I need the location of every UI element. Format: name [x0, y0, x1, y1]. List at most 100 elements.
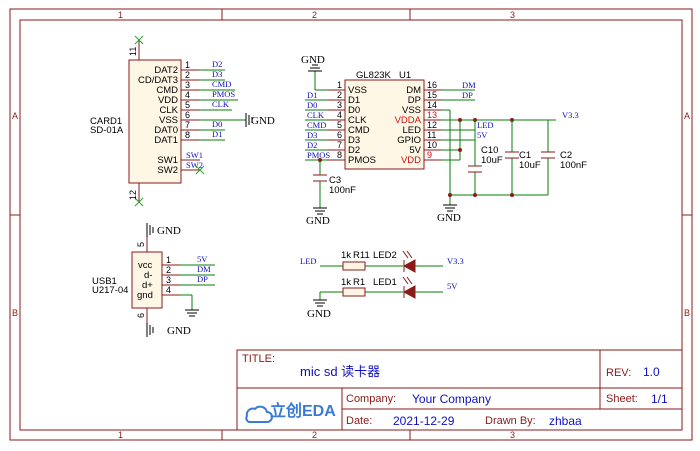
u1-pin-num: 1: [337, 80, 342, 90]
u1-pin-num: 4: [337, 110, 342, 120]
u1-pin-num: 3: [337, 100, 342, 110]
usb1-pin: d+ 3 DP: [142, 274, 215, 291]
grid-row-a-left: A: [12, 111, 18, 121]
card1-pin-name: VSS: [159, 115, 178, 126]
u1-left-pin: 1 VSS: [327, 80, 367, 96]
card1-net-label: D0: [212, 119, 222, 129]
card1-net-label: D2: [212, 59, 222, 69]
u1-net-label: DM: [462, 80, 476, 90]
v33-net-label: V3.3: [562, 110, 579, 120]
rev-label: REV:: [606, 367, 631, 379]
u1-pin-num: 9: [427, 150, 432, 160]
u1-pin-name: VDD: [401, 155, 421, 166]
u1-pin-name: CMD: [348, 125, 370, 136]
usb1-connector: 5 6 USB1 U217-04 vcc 1 5V d- 2 DM d+ 3 D…: [92, 223, 215, 337]
u1-left-pin: D3 6 D3: [305, 130, 360, 146]
usb1-net-label: DM: [197, 264, 211, 274]
capacitor-c3: C3 100nF: [313, 174, 356, 208]
usb1-pin-name: gnd: [137, 290, 153, 301]
card1-pin: CLK 5 CLK: [160, 99, 232, 116]
u1-net-label: LED: [477, 120, 494, 130]
card1-pin: DAT0 7 D0: [154, 119, 225, 136]
u1-pin-num: 8: [337, 150, 342, 160]
grid-col-2-top: 2: [312, 10, 317, 20]
title-label: TITLE:: [242, 353, 275, 365]
company-label: Company:: [346, 393, 396, 405]
card1-pin-name: CD/DAT3: [138, 75, 178, 86]
led1-diode: LED1: [373, 276, 416, 299]
card1-sw-net: SW1: [186, 150, 203, 160]
u1-pin-name: D3: [348, 135, 360, 146]
u1-net-label: DP: [462, 90, 473, 100]
ground-symbol: GND: [146, 223, 181, 237]
resistor-value: 1k: [341, 250, 351, 261]
card1-pin: VSS 6: [159, 110, 246, 126]
u1-pin-num: 2: [337, 90, 342, 100]
u1-pin-name: VSS: [402, 105, 421, 116]
led-indicators: LED 1k R11 LED2 V3.3 GND 1k R1: [300, 250, 464, 320]
ground-symbol: GND: [437, 204, 461, 224]
ground-symbol: GND: [307, 299, 331, 320]
u1-right-pin: 5V 10: [409, 140, 460, 156]
u1-pin-num: 13: [427, 110, 437, 120]
no-connect-mark: [195, 165, 205, 175]
led-ref: LED1: [373, 277, 397, 288]
ground-symbol: GND: [301, 54, 327, 91]
u1-net-label: CMD: [307, 120, 326, 130]
ground-label: GND: [306, 215, 330, 227]
cap-value: 10uF: [519, 160, 541, 171]
u1-left-pin: CLK 4 CLK: [305, 110, 367, 126]
ground-label: GND: [437, 212, 461, 224]
usb1-pin: d- 2 DM: [144, 264, 215, 281]
card1-net-label: D1: [212, 129, 222, 139]
cap-value: 100nF: [329, 185, 356, 196]
cap-value: 100nF: [560, 160, 587, 171]
card1-pin-num: 3: [185, 80, 190, 90]
usb1-value: U217-04: [92, 285, 128, 296]
usb1-pin: gnd 4: [137, 285, 193, 310]
led-ref: LED2: [373, 250, 397, 261]
u1-pin-num: 16: [427, 80, 437, 90]
card1-pin-num: 6: [185, 110, 190, 120]
card1-connector: 11 12 CARD1 SD-01A DAT2 1 D2 CD/DAT3 2 D…: [90, 35, 275, 207]
u1-left-pin: D1 2 D1: [305, 90, 360, 106]
u1-pin-name: D0: [348, 105, 360, 116]
power-network: V3.3 C10 10uF C1 10uF: [306, 110, 587, 227]
ground-label: GND: [167, 325, 191, 337]
u1-right-pin: VSS 14: [402, 100, 450, 116]
card1-pin-num: 4: [185, 90, 190, 100]
resistor-ref: R1: [353, 277, 365, 288]
u1-right-pin: GPIO 11 5V: [397, 130, 488, 146]
grid-col-1-top: 1: [118, 10, 123, 20]
drawn-by-label: Drawn By:: [485, 415, 536, 427]
u1-right-pin: DM 16 DM: [406, 80, 476, 96]
eda-logo-text: 立创EDA: [270, 401, 336, 420]
card1-pin: CMD 3 CMD: [156, 79, 235, 96]
grid-col-3-bottom: 3: [510, 430, 515, 440]
resistor-value: 1k: [341, 277, 351, 288]
u1-right-pin: DP 15 DP: [408, 90, 475, 106]
eda-logo: 立创EDA: [245, 401, 336, 423]
resistor-r1: 1k R1: [341, 277, 366, 297]
u1-pin-name: GPIO: [397, 135, 421, 146]
card1-sw-name: SW1: [157, 155, 178, 166]
grid-row-b-left: B: [12, 308, 18, 318]
u1-pin-name: D2: [348, 145, 360, 156]
drawn-by-value: zhbaa: [549, 414, 582, 428]
card1-net-label: PMOS: [212, 89, 235, 99]
ground-symbol: [185, 309, 199, 317]
led-net-label: LED: [300, 256, 317, 266]
u1-ref: U1: [399, 70, 411, 81]
ground-symbol: GND: [146, 323, 191, 337]
usb1-pin-6-num: 6: [136, 313, 146, 318]
card1-pin-name: DAT1: [154, 135, 178, 146]
resistor-ref: R11: [353, 250, 370, 261]
u1-pin-name: 5V: [409, 145, 421, 156]
capacitor-c1: C1 10uF: [505, 150, 541, 171]
u1-right-pin: LED 12 LED: [403, 120, 494, 136]
cap-ref: C1: [519, 150, 531, 161]
u1-net-label: D3: [307, 130, 317, 140]
card1-net-label: CLK: [212, 99, 230, 109]
ground-symbol: GND: [245, 113, 275, 127]
